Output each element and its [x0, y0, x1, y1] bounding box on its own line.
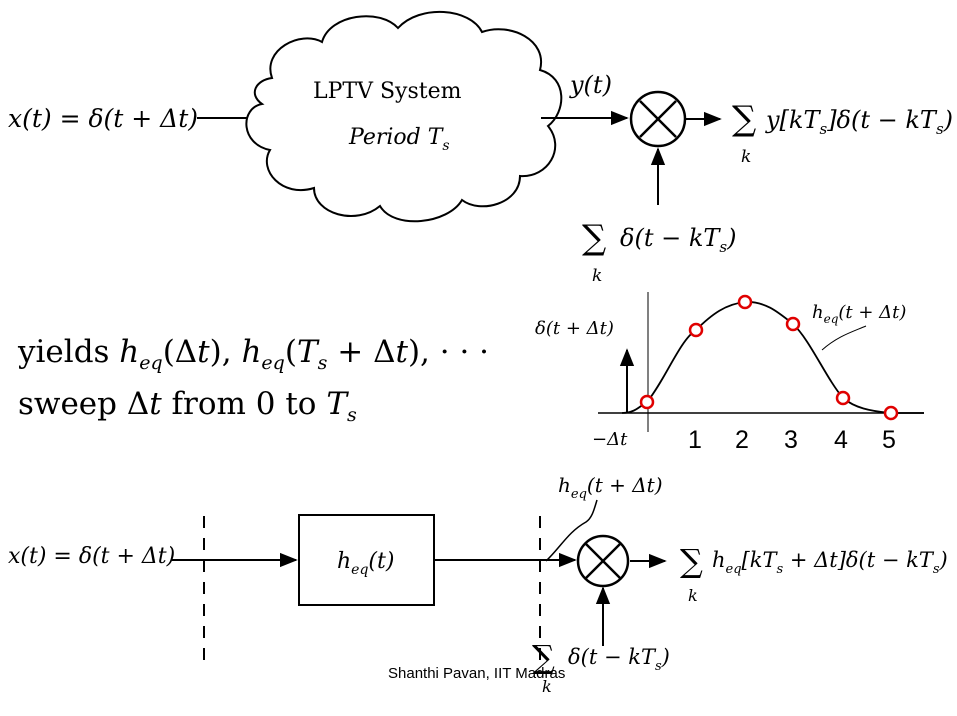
- bottom-multiplier: [576, 534, 630, 588]
- tap-leader: [545, 499, 598, 562]
- top-result-expr: y[kTs]δ(t − kTs): [765, 106, 953, 138]
- sample-marker-4: [835, 390, 851, 406]
- top-output-label: y(t): [569, 71, 612, 99]
- top-multiplier: [629, 90, 687, 148]
- footer-credit: Shanthi Pavan, IIT Madras: [388, 665, 565, 682]
- lptv-cloud: [245, 10, 563, 223]
- bottom-result-k: k: [688, 586, 698, 605]
- sample-marker-5: [883, 405, 899, 421]
- cloud-period: Period Ts: [348, 125, 450, 154]
- tick-label-1: 1: [688, 426, 702, 454]
- neg-delta-label: −Δt: [592, 429, 628, 450]
- middle-line2: sweep Δt from 0 to Ts: [18, 386, 357, 426]
- response-plot: δ(t + Δt) heq(t + Δt) −Δt 1 2 3 4 5: [535, 292, 924, 454]
- middle-line1: yields heq(Δt), heq(Ts + Δt), · · ·: [17, 334, 489, 374]
- bottom-sampler-expr: δ(t − kTs): [568, 645, 670, 674]
- bottom-sampler-k: k: [542, 677, 552, 696]
- tick-label-5: 5: [882, 426, 896, 454]
- tick-label-4: 4: [834, 426, 848, 454]
- heq-block: [298, 514, 435, 606]
- top-sampler-k: k: [592, 266, 602, 286]
- curve-label-leader: [821, 325, 867, 351]
- sample-marker-3: [785, 316, 801, 332]
- top-input-label: x(t) = δ(t + Δt): [8, 104, 198, 133]
- bottom-input-label: x(t) = δ(t + Δt): [8, 544, 175, 569]
- top-sampler-sum: ∑: [582, 218, 606, 258]
- bottom-sampler-sum: ∑: [532, 638, 555, 676]
- sample-markers: [639, 294, 899, 421]
- sample-marker-0: [639, 394, 655, 410]
- sample-marker-1: [688, 322, 704, 338]
- top-result-sum: ∑: [732, 99, 756, 139]
- heq-block-label: heq(t): [337, 549, 394, 578]
- tick-label-2: 2: [735, 426, 749, 454]
- bottom-result-sum: ∑: [680, 542, 703, 580]
- bottom-result-expr: heq[kTs + Δt]δ(t − kTs): [712, 548, 948, 577]
- top-sampler-expr: δ(t − kTs): [620, 224, 736, 256]
- impulse-label: δ(t + Δt): [535, 318, 614, 339]
- sample-marker-2: [737, 294, 753, 310]
- cloud-title: LPTV System: [313, 79, 462, 104]
- tick-label-3: 3: [784, 426, 798, 454]
- curve-label: heq(t + Δt): [812, 302, 906, 326]
- top-result-k: k: [741, 147, 751, 167]
- tap-label: heq(t + Δt): [558, 473, 663, 502]
